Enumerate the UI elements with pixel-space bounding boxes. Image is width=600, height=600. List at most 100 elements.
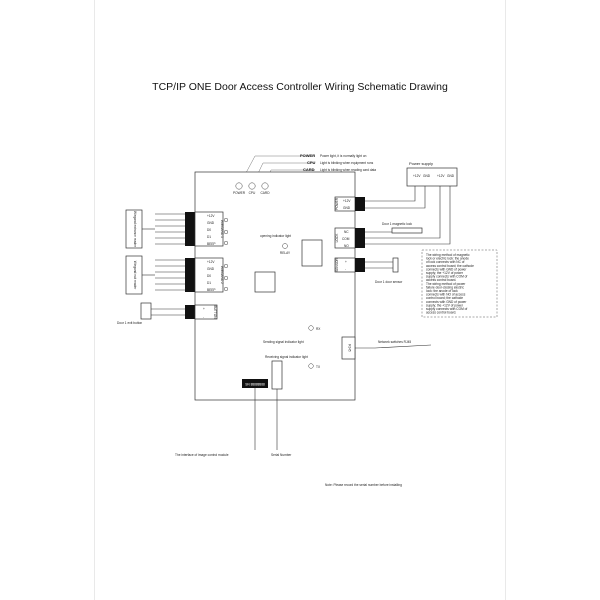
lock-pin-nc: NC [344,230,349,234]
board-card-label: CARD [260,191,270,195]
cpu-chip [254,271,276,293]
cpu-led-desc: Light is blinking when equipment runs [320,161,374,165]
ps-terminal-2: GND [423,174,431,178]
wiring-schematic: TCP/IP ONE Door Access Controller Wiring… [117,81,498,487]
board-power-label: POWER [233,191,246,195]
note-line: control board; the cathode [426,296,463,300]
note-line: lock: the anode of lock [426,289,458,293]
power-supply: Power supply +12V GND +12V GND [365,161,458,245]
power-tag: POWER [335,197,339,210]
note-line: supply; the +12V of power [426,303,464,307]
board-cpu-label: CPU [249,191,256,195]
reader1-cable: Wiegand entrance reader [125,209,185,249]
rj45-tag: RJ45 [348,344,352,352]
card-led-desc: Light is blinking when reading card data [320,168,376,172]
document-page: TCP/IP ONE Door Access Controller Wiring… [95,0,505,600]
relay-label: RELAY [280,251,291,255]
network-label: Network switches RJ45 [378,340,411,344]
exit-button-icon [140,302,152,320]
power-led-desc: Power light, it is normally light on [320,154,367,158]
note-line: supply connects with COM of [426,275,467,279]
w2-pin-d1: D1 [207,281,211,285]
note-line: of lock connects with NC of [426,260,465,264]
power-led-icon [235,182,243,190]
magnetic-lock-label: Door 1 magnetic lock [382,222,412,226]
note-line: lock or electric lock: the anode [426,257,469,261]
sensor-terminal: + - SENSOR Door 1 door sensor [334,257,403,284]
reader1-label: Wiegand entrance reader [133,211,137,248]
note-line: connects with NO of access [426,293,466,297]
rx-led-icon [308,325,314,331]
w2-pin-gnd: GND [207,267,215,271]
w2-tag: WIEGAND 2 [220,266,224,284]
note-line: failure door-closing electric [426,285,464,289]
opening-indicator-icon [282,243,288,249]
cpu-led-name: CPU [307,160,316,165]
w1-pin-12v: +12V [207,214,215,218]
bottom-callouts: The interface of image control module Se… [175,388,292,457]
door-sensor-label: Door 1 door sensor [375,280,403,284]
power-led-name: POWER [300,153,315,158]
installation-note: Note: Please record the serial number be… [325,483,402,487]
lock-pin-com: COM [342,237,350,241]
power-pin-gnd: GND [343,206,351,210]
exit-button-label: Door 1 exit button [117,321,142,325]
w1-tag: WIEGAND 1 [220,220,224,238]
door-sensor-icon [392,257,399,273]
power-pin-12v: +12V [343,199,351,203]
lock-terminal: NC COM NO LOCK Door 1 magnetic lock [334,222,425,249]
button-terminal: + - BUTTON Door 1 exit button [117,302,218,325]
power-supply-label: Power supply [409,161,433,166]
reader2-label: Wiegand exit reader [133,261,137,290]
status-leds: POWER CPU CARD [233,182,270,195]
relay-block [301,239,323,267]
magnetic-lock-icon [391,227,423,234]
ps-terminal-1: +12V [413,174,421,178]
serial-number-label: Serial Number [271,453,292,457]
w1-pin-beep: BEEP [207,242,216,246]
w1-pin-d1: D1 [207,235,211,239]
note-line: supply connects with COM of [426,307,467,311]
note-line: access control board. [426,311,456,315]
serial-number-tag: SN 88888888 [245,383,265,387]
cpu-led-icon [248,182,256,190]
tx-label: TX [316,365,321,369]
serial-number-sticker [271,360,283,390]
image-module-interface [242,379,268,388]
network-callout: Network switches RJ45 [355,340,432,349]
note-line: The wiring method of magnetic [426,253,470,257]
power-supply-box [406,167,458,187]
button-pin-minus: - [203,315,204,319]
note-line: access control board. [426,278,456,282]
card-led-icon [261,182,269,190]
opening-indicator-label: opening indicator light [260,234,291,238]
page-title: TCP/IP ONE Door Access Controller Wiring… [152,81,448,93]
w1-pin-d0: D0 [207,228,211,232]
note-line: supply; the +12V of power [426,271,464,275]
w2-pin-d0: D0 [207,274,211,278]
card-led-name: CARD [303,167,315,172]
receiving-light-label: Receiving signal indicator light [265,355,308,359]
power-terminal: +12V GND POWER [334,196,365,212]
note-line: The wiring method of power [426,282,466,286]
wiegand1-terminal: +12V GND D0 D1 BEEP WIEGAND 1 [185,211,228,247]
lock-tag: LOCK [335,233,339,243]
w2-pin-beep: BEEP [207,288,216,292]
sending-light-label: Sending signal indicator light [263,340,304,344]
led-callouts: POWER Power light, it is normally light … [238,153,376,187]
button-tag: BUTTON [213,305,217,319]
w2-pin-12v: +12V [207,260,215,264]
ps-terminal-3: +12V [437,174,445,178]
rx-label: RX [316,327,321,331]
sensor-tag: SENSOR [335,258,339,272]
button-pin-plus: + [203,307,205,311]
sensor-pin-minus: - [345,267,346,271]
note-line: connects with GND of power [426,267,467,271]
sensor-pin-plus: + [345,260,347,264]
w1-pin-gnd: GND [207,221,215,225]
ps-terminal-4: GND [447,174,455,178]
reader2-cable: Wiegand exit reader [125,255,185,295]
wiegand2-terminal: +12V GND D0 D1 BEEP WIEGAND 2 [185,257,228,293]
